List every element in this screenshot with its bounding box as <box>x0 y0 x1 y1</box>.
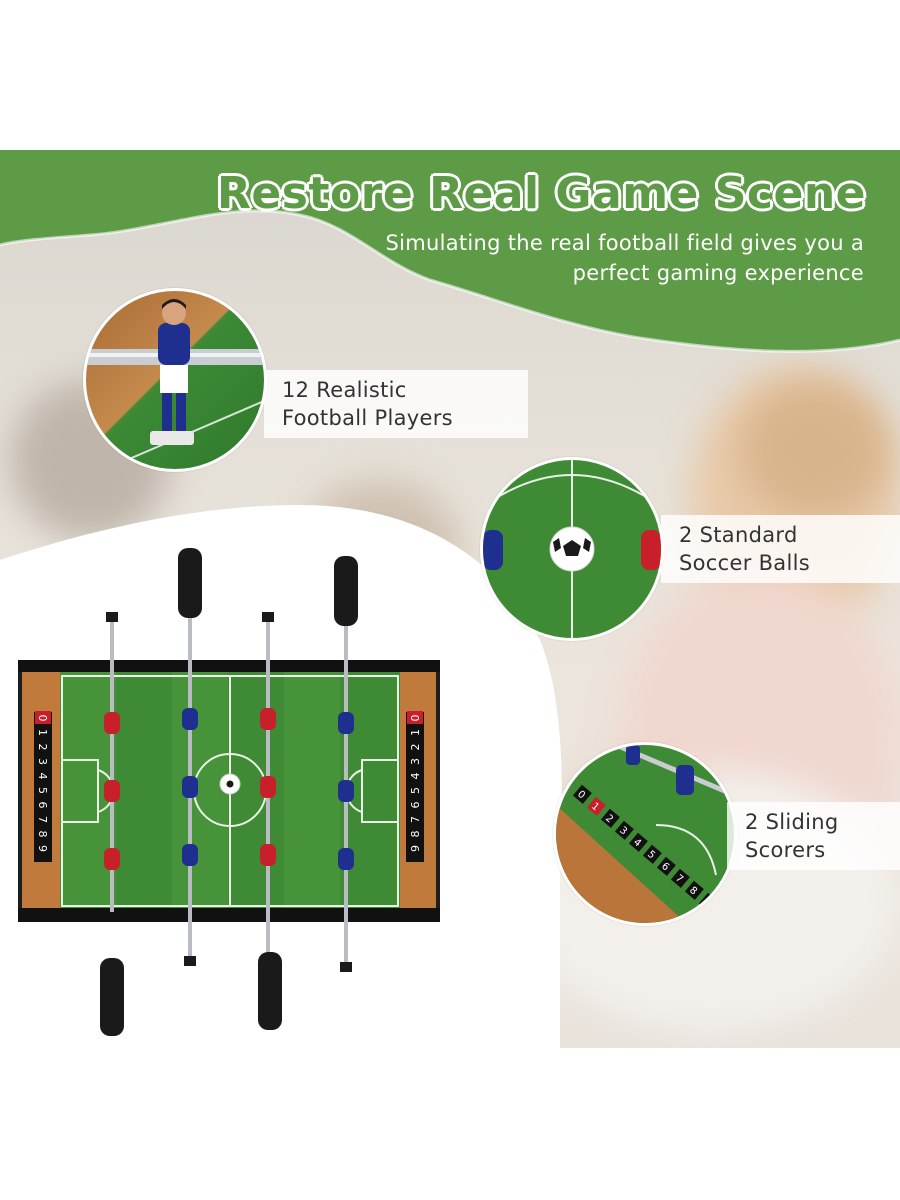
scorer-bead-digit: 0 <box>575 789 587 802</box>
scorer-bead-digit: 5 <box>645 849 657 862</box>
scorer-digit: 0 <box>36 715 49 722</box>
scorer-digit: 2 <box>409 744 422 751</box>
subtitle-line-2: perfect gaming experience <box>572 261 864 285</box>
scorer-digit: 9 <box>36 845 49 852</box>
page-subtitle: Simulating the real football field gives… <box>304 228 864 288</box>
page-title: Restore Real Game Scene <box>217 168 866 219</box>
scorer-digit: 7 <box>36 816 49 823</box>
scorer-bead <box>684 880 704 900</box>
feature-label-players: 12 Realistic Football Players <box>264 370 528 438</box>
scorer-digit: 8 <box>409 831 422 838</box>
scorer-bead <box>600 808 620 828</box>
scorer-bead-digit: 8 <box>687 885 699 898</box>
scorer-bead <box>628 832 648 852</box>
scorer-bead <box>586 796 606 816</box>
feature-scorers-line2: Scorers <box>745 838 826 862</box>
scorer-marker <box>35 711 51 724</box>
feature-label-balls: 2 Standard Soccer Balls <box>661 515 900 583</box>
scorer-marker <box>407 711 423 724</box>
scorer-bead-digit: 7 <box>673 873 685 886</box>
feature-balls-line2: Soccer Balls <box>679 551 810 575</box>
scorer-digit: 2 <box>36 744 49 751</box>
scorer-digit: 1 <box>36 729 49 736</box>
feature-balls-line1: 2 Standard <box>679 523 798 547</box>
scorer-digit: 4 <box>36 773 49 780</box>
scorer-bead-digit: 6 <box>659 861 671 874</box>
feature-players-line1: 12 Realistic <box>282 378 407 402</box>
scorer-digit: 3 <box>36 758 49 765</box>
scorer-bead <box>642 844 662 864</box>
scorer-digit: 6 <box>409 802 422 809</box>
scorer-digit: 5 <box>409 787 422 794</box>
scorer-bead-digit: 3 <box>617 825 629 838</box>
scorer-bead <box>670 868 690 888</box>
scorer-digit: 5 <box>36 787 49 794</box>
feature-label-scorers: 2 Sliding Scorers <box>727 802 900 870</box>
scorer-bead-digit: 4 <box>631 837 643 850</box>
scorer-digit: 9 <box>409 845 422 852</box>
scorer-digit: 0 <box>409 715 422 722</box>
subtitle-line-1: Simulating the real football field gives… <box>385 231 864 255</box>
scorer-bead <box>656 856 676 876</box>
scorer-bead <box>572 784 592 804</box>
player-closeup-image <box>83 288 267 472</box>
feature-scorers-line1: 2 Sliding <box>745 810 839 834</box>
scorer-digit: 1 <box>409 729 422 736</box>
scorer-bead-digit: 1 <box>589 801 601 814</box>
soccer-ball-closeup-image <box>480 457 664 641</box>
scorer-digit: 4 <box>409 773 422 780</box>
scorer-digit: 3 <box>409 758 422 765</box>
green-banner <box>0 150 900 353</box>
feature-players-line2: Football Players <box>282 406 453 430</box>
scorer-digit: 6 <box>36 802 49 809</box>
scorer-bead-digit: 2 <box>603 813 615 826</box>
scorer-digit: 7 <box>409 816 422 823</box>
scorer-digit: 8 <box>36 831 49 838</box>
scorer-bead <box>614 820 634 840</box>
